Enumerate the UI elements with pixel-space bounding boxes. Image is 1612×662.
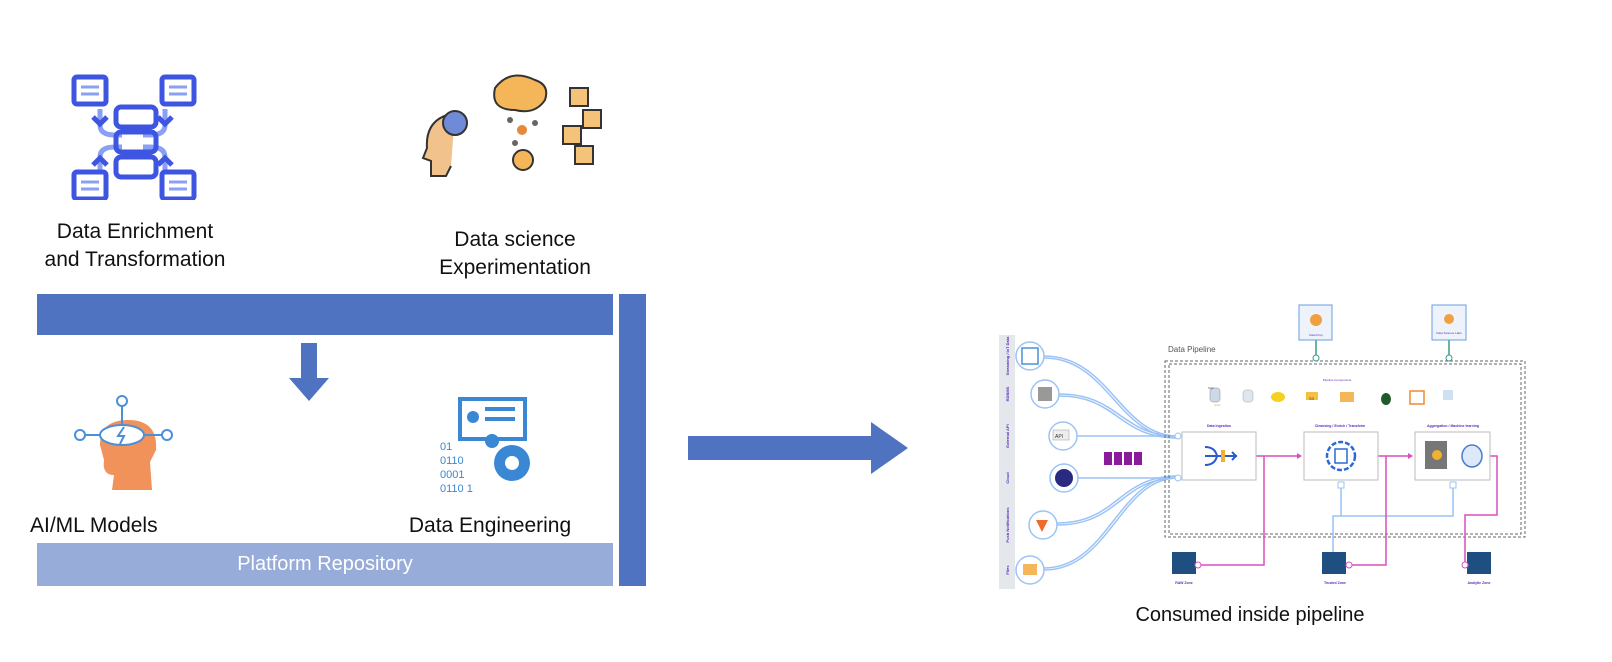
stage-label: Data ingestion [1207, 424, 1231, 428]
data-science-labs-label: Data Science Labs [1436, 331, 1462, 335]
pipeline-diagram: Streaming / IoT Data RDBMS External API … [999, 304, 1526, 589]
ai-ml-label: AI/ML Models [30, 514, 158, 537]
component-query-text: Query [1214, 404, 1222, 407]
streaming-logo-icon [1104, 452, 1142, 465]
platform-repository-bar: Platform Repository [37, 543, 613, 586]
stage-label: Cleansing / Enrich / Transform [1315, 424, 1366, 428]
pipeline-components-label: Pipeline Components [1323, 378, 1352, 382]
down-arrow-icon [289, 343, 329, 401]
pipeline-component-icons: SQL Query S3 [1208, 386, 1453, 407]
pipeline-caption: Consumed inside pipeline [1135, 604, 1365, 626]
right-arrow-icon [688, 422, 908, 474]
api-badge: API [1055, 434, 1063, 440]
binary-text: 0110 1 [440, 483, 473, 495]
data-engineering-icon: 01 0110 0001 0110 1 [440, 397, 530, 495]
pipeline-title: Data Pipeline [1168, 345, 1216, 354]
binary-text: 0110 [440, 455, 464, 467]
source-label: Streaming / IoT Data [1005, 336, 1010, 375]
label-line: Data Enrichment [56, 220, 214, 243]
right-bar [619, 294, 646, 586]
source-label: RDBMS [1005, 386, 1010, 401]
stage-label: Aggregation / Machine learning [1427, 424, 1479, 428]
source-strip [999, 335, 1015, 589]
data-science-label: Data science Experimentation [400, 226, 630, 282]
data-engineering-label: Data Engineering [408, 514, 572, 537]
binary-text: 0001 [440, 469, 464, 481]
component-s3-text: S3 [1309, 396, 1315, 401]
ai-ml-icon [74, 395, 173, 490]
zone-label: Trusted Zone [1324, 581, 1346, 585]
source-label: Files [1005, 565, 1010, 575]
label-line: Data science [454, 228, 576, 251]
zone-servers [1172, 552, 1491, 574]
source-label: External API [1005, 424, 1010, 447]
data-enrichment-icon [71, 74, 197, 200]
top-bar [37, 294, 613, 335]
zone-label: RAW Zone [1175, 581, 1193, 585]
label-line: Experimentation [439, 256, 591, 279]
source-label: Cloud [1005, 472, 1010, 484]
zone-label: Analytic Zone [1468, 581, 1491, 585]
label-line: and Transformation [44, 248, 226, 271]
data-prep-label: Data Prep [1309, 333, 1323, 337]
data-enrichment-label: Data Enrichment and Transformation [20, 218, 250, 274]
source-label: Push Notifications [1005, 507, 1010, 543]
data-science-icon [421, 74, 602, 177]
component-sql-text: SQL [1208, 386, 1214, 390]
binary-text: 01 [440, 441, 452, 453]
cleansing-box [1303, 431, 1379, 481]
iot-source-icon [1015, 341, 1045, 371]
